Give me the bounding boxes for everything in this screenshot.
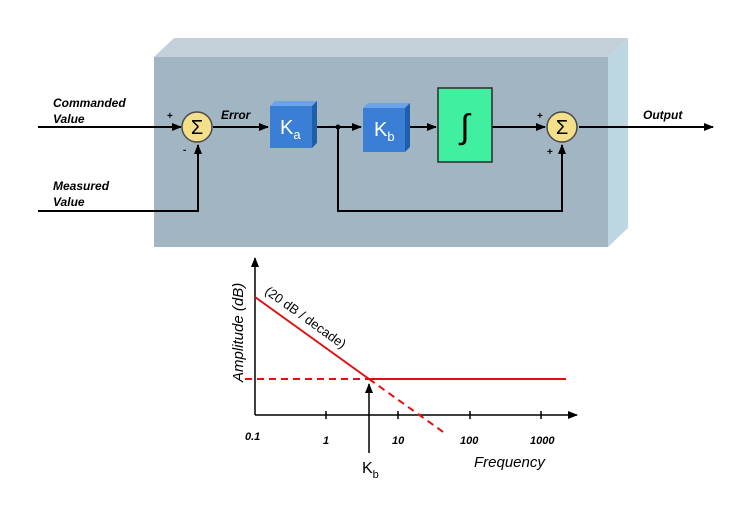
- tick-label-0-1: 0.1: [245, 431, 260, 443]
- summing-junction-1: Σ + -: [167, 111, 213, 156]
- sigma-symbol-2: Σ: [556, 117, 568, 139]
- gain-block-ka: Ka: [270, 101, 317, 148]
- tick-label-1: 1: [323, 435, 329, 447]
- tick-label-100: 100: [460, 435, 479, 447]
- integral-asymptote-line: [254, 296, 370, 380]
- commanded-value-label-line1: Commanded: [53, 96, 126, 110]
- slope-label: (20 dB / decade): [262, 283, 349, 351]
- measured-value-label-line2: Value: [53, 195, 85, 209]
- tick-label-1000: 1000: [530, 435, 555, 447]
- branch-point: [335, 124, 341, 130]
- x-axis-ticks: [325, 411, 542, 419]
- summer2-plus-sign-top: +: [537, 111, 543, 122]
- ka-label: Ka: [280, 117, 301, 142]
- measured-feedback-arrow: [38, 144, 202, 212]
- integral-symbol: ∫: [458, 108, 471, 146]
- error-label: Error: [221, 108, 252, 122]
- integrator-block: ∫: [437, 87, 493, 163]
- sigma-symbol-1: Σ: [191, 117, 203, 139]
- summer1-plus-sign: +: [167, 111, 173, 122]
- tick-label-10: 10: [392, 435, 405, 447]
- summer2-plus-sign-bottom: +: [547, 147, 553, 158]
- amplitude-axis-label: Amplitude (dB): [230, 283, 247, 383]
- output-label: Output: [643, 108, 683, 122]
- measured-value-label-line1: Measured: [53, 179, 110, 193]
- signal-wires: [38, 123, 714, 212]
- summing-junction-2: Σ + +: [537, 111, 578, 158]
- bode-plot: 0.1 1 10 100 1000 Amplitude (dB) Frequen…: [230, 257, 578, 481]
- summer1-minus-sign: -: [183, 145, 186, 156]
- gain-block-kb: Kb: [363, 103, 410, 152]
- commanded-value-label-line2: Value: [53, 112, 85, 126]
- proportional-path-arrow: [337, 127, 566, 212]
- frequency-axis-label: Frequency: [474, 454, 546, 471]
- integral-extension-dashed: [368, 378, 447, 435]
- corner-frequency-label: Kb: [362, 460, 379, 481]
- kb-label: Kb: [374, 119, 395, 144]
